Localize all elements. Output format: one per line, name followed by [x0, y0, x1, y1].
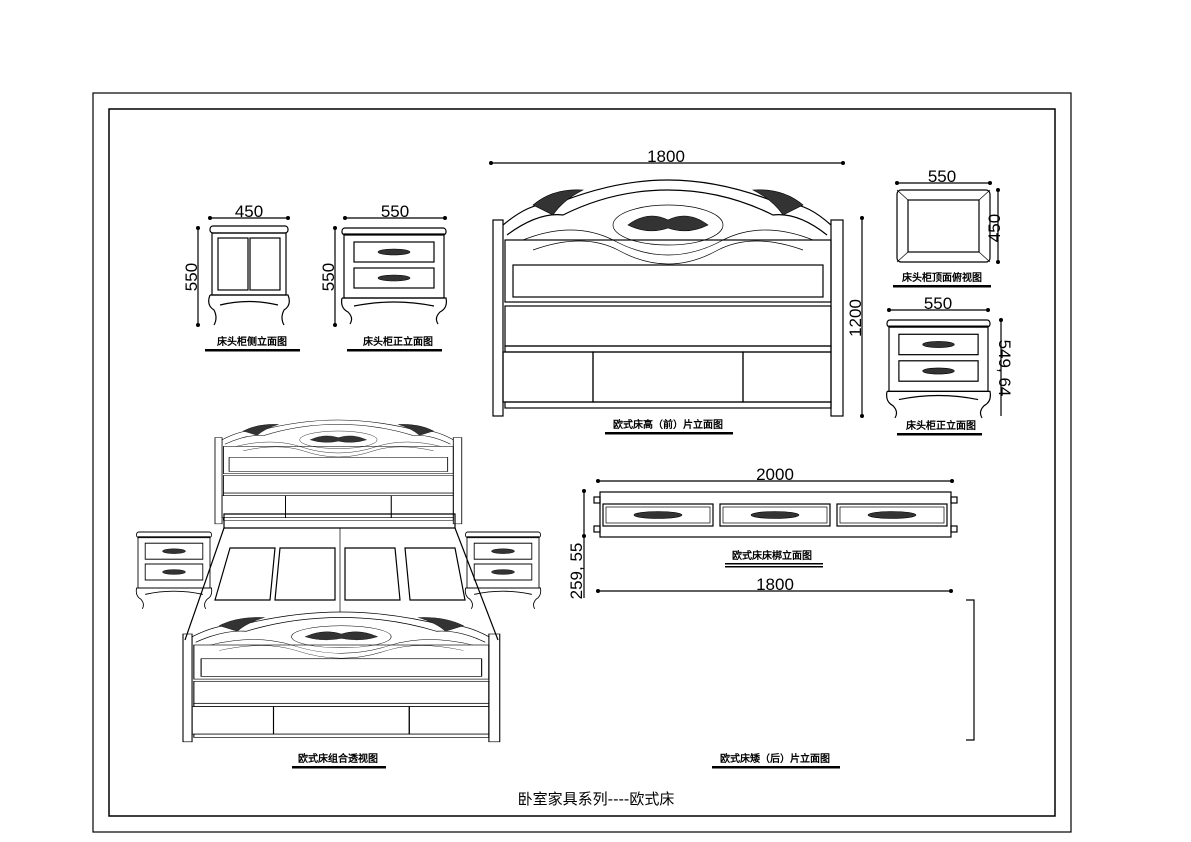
caption: 床头柜正立面图: [363, 335, 433, 348]
dim-width: 550: [381, 202, 409, 221]
nightstand-front-view-2: 550 549, 64 床头柜正立面图: [886, 294, 1014, 436]
dim-width: 2000: [756, 465, 794, 484]
caption: 欧式床高（前）片立面图: [613, 418, 723, 431]
inner-frame: [108, 108, 1056, 817]
caption: 床头柜顶面俯视图: [902, 271, 982, 284]
dim-depth: 450: [985, 214, 1004, 242]
dim-width: 450: [235, 202, 263, 221]
dim-height: 1200: [846, 299, 865, 337]
caption: 欧式床床梆立面图: [732, 549, 812, 562]
nightstand-side-view: 450 550 床头柜侧立面图: [182, 202, 300, 352]
outer-frame: [92, 92, 1072, 833]
nightstand-top-view: 550 450 床头柜顶面俯视图: [893, 167, 1004, 288]
dim-width: 550: [924, 294, 952, 313]
nightstand-front-view: 550 550 床头柜正立面图: [319, 202, 447, 352]
caption: 欧式床组合透视图: [298, 752, 378, 765]
caption: 床头柜侧立面图: [217, 335, 287, 348]
dim-height: 259, 55: [567, 543, 586, 600]
headboard-front-view: 1800 1200 欧式床高（前）片立面图: [489, 147, 865, 435]
dim-height: 549, 64: [995, 340, 1014, 397]
drawing-title: 卧室家具系列----欧式床: [518, 790, 675, 808]
dim-width: 1800: [647, 147, 685, 166]
caption: 床头柜正立面图: [906, 419, 976, 432]
dim-height: 550: [182, 263, 201, 291]
bed-perspective-view: 欧式床组合透视图: [135, 419, 542, 769]
footboard-view: 1800 欧式床矮（后）片立面图: [596, 575, 975, 769]
dim-width: 550: [928, 167, 956, 186]
dim-height: 550: [319, 263, 338, 291]
dim-width: 1800: [756, 575, 794, 594]
bed-rail-view: 2000 259, 55 欧式床床梆立面图: [567, 465, 958, 600]
caption: 欧式床矮（后）片立面图: [720, 752, 830, 765]
